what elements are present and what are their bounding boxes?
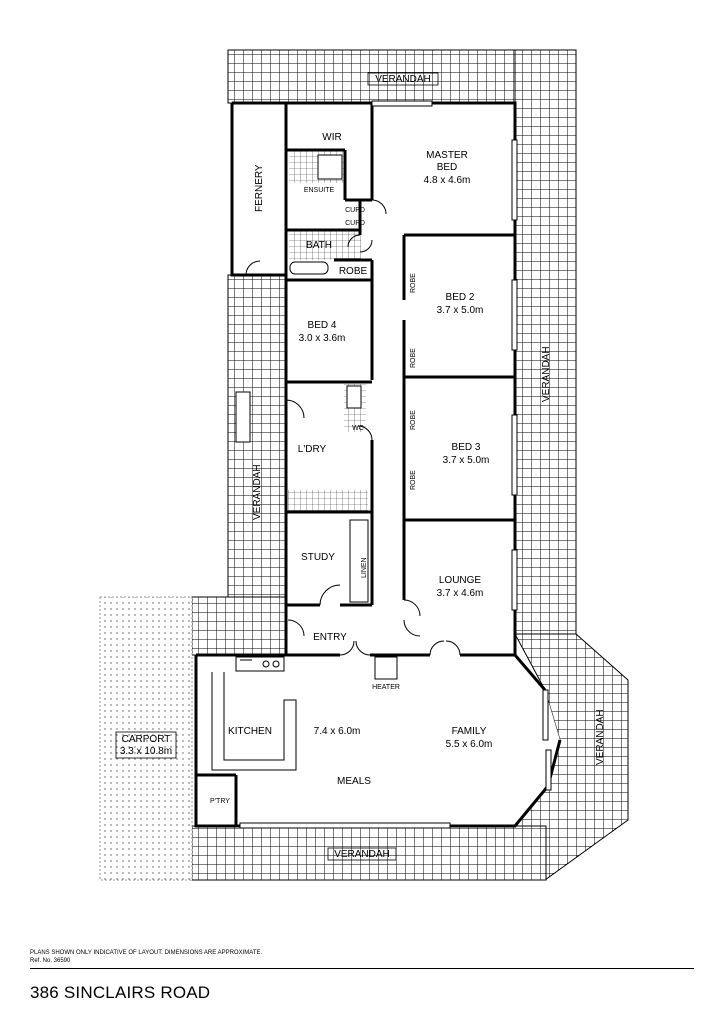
meals-label: MEALS <box>337 776 371 787</box>
master-bed-label: MASTER <box>426 150 468 161</box>
disclaimer: PLANS SHOWN ONLY INDICATIVE OF LAYOUT. D… <box>30 949 262 965</box>
linen-cupboard <box>349 519 369 603</box>
robe-label-bed2a: ROBE <box>410 273 417 293</box>
room-labels: VERANDAH WIR MASTER BED 4.8 x 4.6m FERNE… <box>120 74 606 860</box>
reference-number: Ref. No. 36590 <box>30 958 71 964</box>
carport-label: CARPORT <box>122 734 171 745</box>
bed2-dimensions: 3.7 x 5.0m <box>437 305 484 316</box>
robe-label-bed2b: ROBE <box>410 348 417 368</box>
kitchen-dimensions: 7.4 x 6.0m <box>314 726 361 737</box>
interior <box>196 103 560 826</box>
laundry-label: L'DRY <box>298 444 327 455</box>
cupd-label-1: CUPD <box>345 207 365 214</box>
pantry-label: P'TRY <box>210 798 230 805</box>
walls <box>194 101 562 828</box>
entry-label: ENTRY <box>313 632 347 643</box>
verandah-deck <box>191 49 629 881</box>
carport-area <box>99 596 193 881</box>
verandah-label-southeast: VERANDAH <box>595 709 606 765</box>
floor-plan: VERANDAH WIR MASTER BED 4.8 x 4.6m FERNE… <box>99 49 629 881</box>
fixtures <box>211 154 398 771</box>
heater-unit <box>374 656 398 680</box>
disclaimer-text: PLANS SHOWN ONLY INDICATIVE OF LAYOUT. D… <box>30 950 263 956</box>
footer-divider <box>30 968 694 969</box>
kitchen-label: KITCHEN <box>228 726 272 737</box>
robe-label-bed4: ROBE <box>339 266 368 277</box>
wc-label: WC <box>352 425 364 432</box>
bed4-label: BED 4 <box>308 320 337 331</box>
bath-label: BATH <box>306 240 332 251</box>
bed3-dimensions: 3.7 x 5.0m <box>443 455 490 466</box>
bed4-dimensions: 3.0 x 3.6m <box>299 333 346 344</box>
verandah-label-north: VERANDAH <box>375 74 431 85</box>
lounge-label: LOUNGE <box>439 575 482 586</box>
master-bed-dimensions: 4.8 x 4.6m <box>424 175 471 186</box>
heater-label: HEATER <box>372 684 400 691</box>
verandah-label-west: VERANDAH <box>252 464 263 520</box>
bed3-label: BED 3 <box>452 442 481 453</box>
family-dimensions: 5.5 x 6.0m <box>446 739 493 750</box>
carport-dimensions: 3.3 x 10.8m <box>120 746 172 757</box>
fernery-label: FERNERY <box>254 164 265 212</box>
ensuite-label: ENSUITE <box>304 187 335 194</box>
verandah-label-south: VERANDAH <box>334 849 390 860</box>
study-label: STUDY <box>301 552 335 563</box>
wc-toilet <box>346 385 362 409</box>
wir-label: WIR <box>322 132 341 143</box>
lounge-dimensions: 3.7 x 4.6m <box>437 588 484 599</box>
cupd-label-2: CUPD <box>345 220 365 227</box>
label-boxes <box>115 72 439 861</box>
linen-label: LINEN <box>361 557 368 578</box>
windows <box>235 100 552 829</box>
robe-label-bed3b: ROBE <box>410 470 417 490</box>
bathtub <box>289 261 329 275</box>
robe-label-bed3a: ROBE <box>410 410 417 430</box>
verandah-label-east: VERANDAH <box>541 346 552 402</box>
ensuite-shower <box>317 154 343 180</box>
master-bed-label-2: BED <box>437 162 458 173</box>
bed2-label: BED 2 <box>446 292 475 303</box>
property-address: 386 SINCLAIRS ROAD <box>30 983 211 1002</box>
door-swings <box>245 199 461 656</box>
family-label: FAMILY <box>452 726 487 737</box>
